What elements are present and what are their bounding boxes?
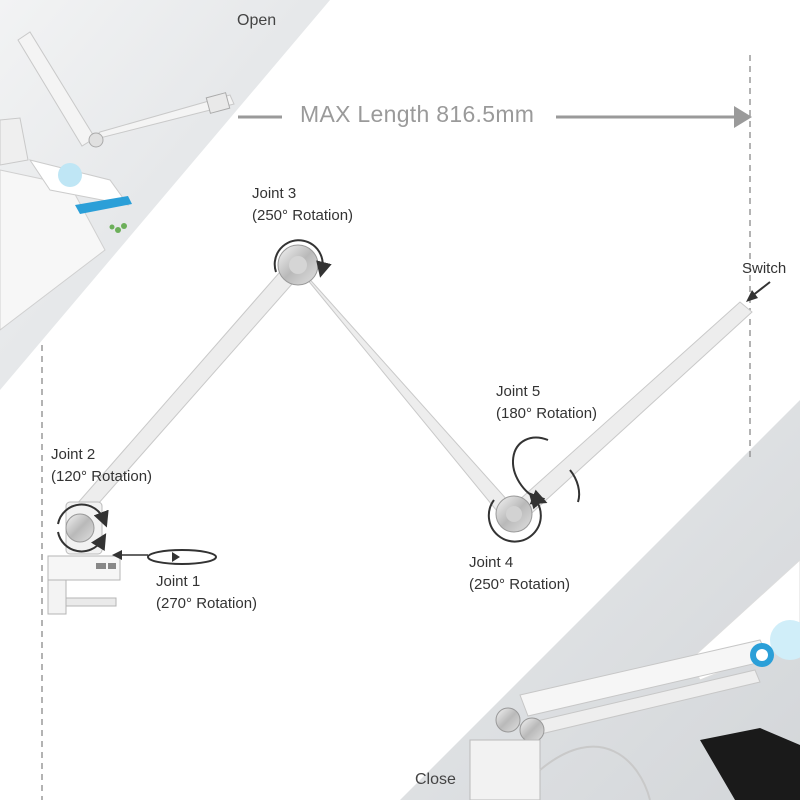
switch-label: Switch bbox=[742, 260, 787, 277]
joint4-label: Joint 4 (250° Rotation) bbox=[469, 552, 570, 596]
joint2-rotate-icon bbox=[57, 503, 109, 528]
joint1-name: Joint 1 bbox=[156, 573, 201, 590]
joint4-name: Joint 4 bbox=[469, 554, 514, 571]
joint2-label: Joint 2 (120° Rotation) bbox=[51, 444, 152, 488]
joint5-name: Joint 5 bbox=[496, 383, 541, 400]
open-photo bbox=[0, 0, 330, 390]
joint3-name: Joint 3 bbox=[252, 185, 297, 202]
joint3-label: Joint 3 (250° Rotation) bbox=[252, 183, 353, 227]
switch-pointer bbox=[751, 281, 771, 297]
open-label: Open bbox=[237, 12, 277, 29]
joint2-name: Joint 2 bbox=[51, 446, 96, 463]
joint1-rotate-icon bbox=[147, 549, 217, 565]
max-length-arrow-icon bbox=[734, 106, 752, 128]
joint5-rotate-icon bbox=[512, 436, 549, 505]
lamp-arm bbox=[75, 261, 753, 523]
joint3-rotate-icon bbox=[273, 239, 332, 278]
rotation-arrows bbox=[57, 239, 581, 565]
close-label: Close bbox=[415, 771, 456, 788]
joint4-rotate-icon bbox=[487, 492, 546, 543]
joint2-rotation: (120° Rotation) bbox=[51, 468, 153, 485]
close-photo bbox=[400, 400, 800, 800]
joint1-label: Joint 1 (270° Rotation) bbox=[156, 571, 257, 615]
max-length-label: MAX Length 816.5mm bbox=[300, 101, 535, 127]
joint1-rotation: (270° Rotation) bbox=[156, 595, 258, 612]
joint5-rotation: (180° Rotation) bbox=[496, 405, 598, 422]
joint4-rotation: (250° Rotation) bbox=[469, 576, 571, 593]
joint3-rotation: (250° Rotation) bbox=[252, 207, 354, 224]
joint5-label: Joint 5 (180° Rotation) bbox=[496, 381, 597, 425]
